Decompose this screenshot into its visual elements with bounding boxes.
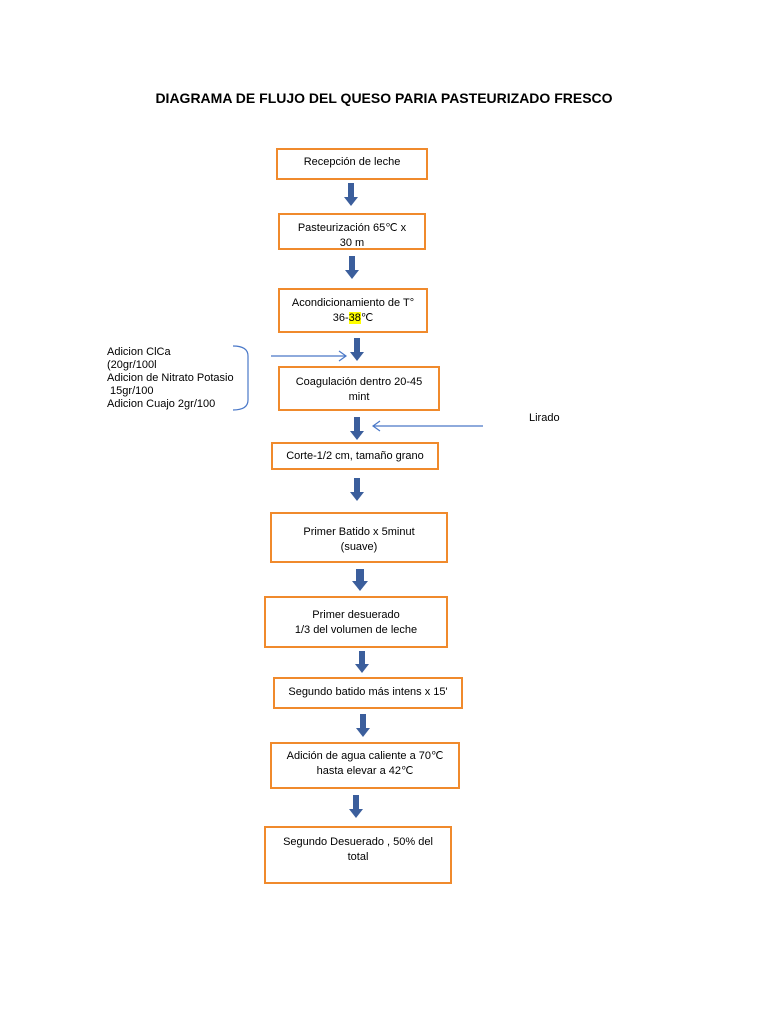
side-note-bracket [232,345,249,411]
left-connector-arrow [271,350,348,362]
step-label: Coagulación dentro 20-45 mint [295,376,423,403]
step-pasteurizacion: Pasteurización 65℃ x 30 m [278,213,426,250]
step-label: Adición de agua caliente a 70℃ hasta ele… [286,750,444,777]
step-label: Recepción de leche [303,156,401,168]
step-label: Pasteurización 65℃ x 30 m [297,222,407,249]
flow-arrow [349,795,363,818]
highlighted-value: 38 [348,312,361,324]
step-label: Primer desuerado 1/3 del volumen de lech… [294,609,418,636]
step-coagulacion: Coagulación dentro 20-45 mint [278,366,440,411]
step-primer-desuerado: Primer desuerado 1/3 del volumen de lech… [264,596,448,648]
step-primer-batido: Primer Batido x 5minut (suave) [270,512,448,563]
step-adicion-agua: Adición de agua caliente a 70℃ hasta ele… [270,742,460,789]
step-corte: Corte-1/2 cm, tamaño grano [271,442,439,470]
flow-arrow [350,417,364,440]
side-note-additions: Adicion ClCa (20gr/100l Adicion de Nitra… [107,346,234,410]
flow-arrow [344,183,358,206]
flow-arrow [350,338,364,361]
step-label-line2: 36-38℃ [332,312,374,324]
right-connector-arrow [371,420,483,432]
step-recepcion: Recepción de leche [276,148,428,180]
step-label: Corte-1/2 cm, tamaño grano [286,450,424,462]
step-label: Primer Batido x 5minut (suave) [303,526,415,553]
flow-arrow [350,478,364,501]
diagram-title: DIAGRAMA DE FLUJO DEL QUESO PARIA PASTEU… [155,90,613,106]
flow-arrow [356,714,370,737]
flow-arrows [344,183,370,818]
step-label: Acondicionamiento de T° [291,297,415,309]
step-label: Segundo batido más intens x 15' [288,686,448,698]
step-segundo-desuerado: Segundo Desuerado , 50% del total [264,826,452,884]
step-acondicionamiento: Acondicionamiento de T° 36-38℃ [278,288,428,333]
side-label-lirado: Lirado [529,412,560,424]
flow-arrow [345,256,359,279]
step-segundo-batido: Segundo batido más intens x 15' [273,677,463,709]
flow-arrow [352,569,368,591]
step-label: Segundo Desuerado , 50% del total [283,836,433,863]
flow-arrow [355,651,369,673]
